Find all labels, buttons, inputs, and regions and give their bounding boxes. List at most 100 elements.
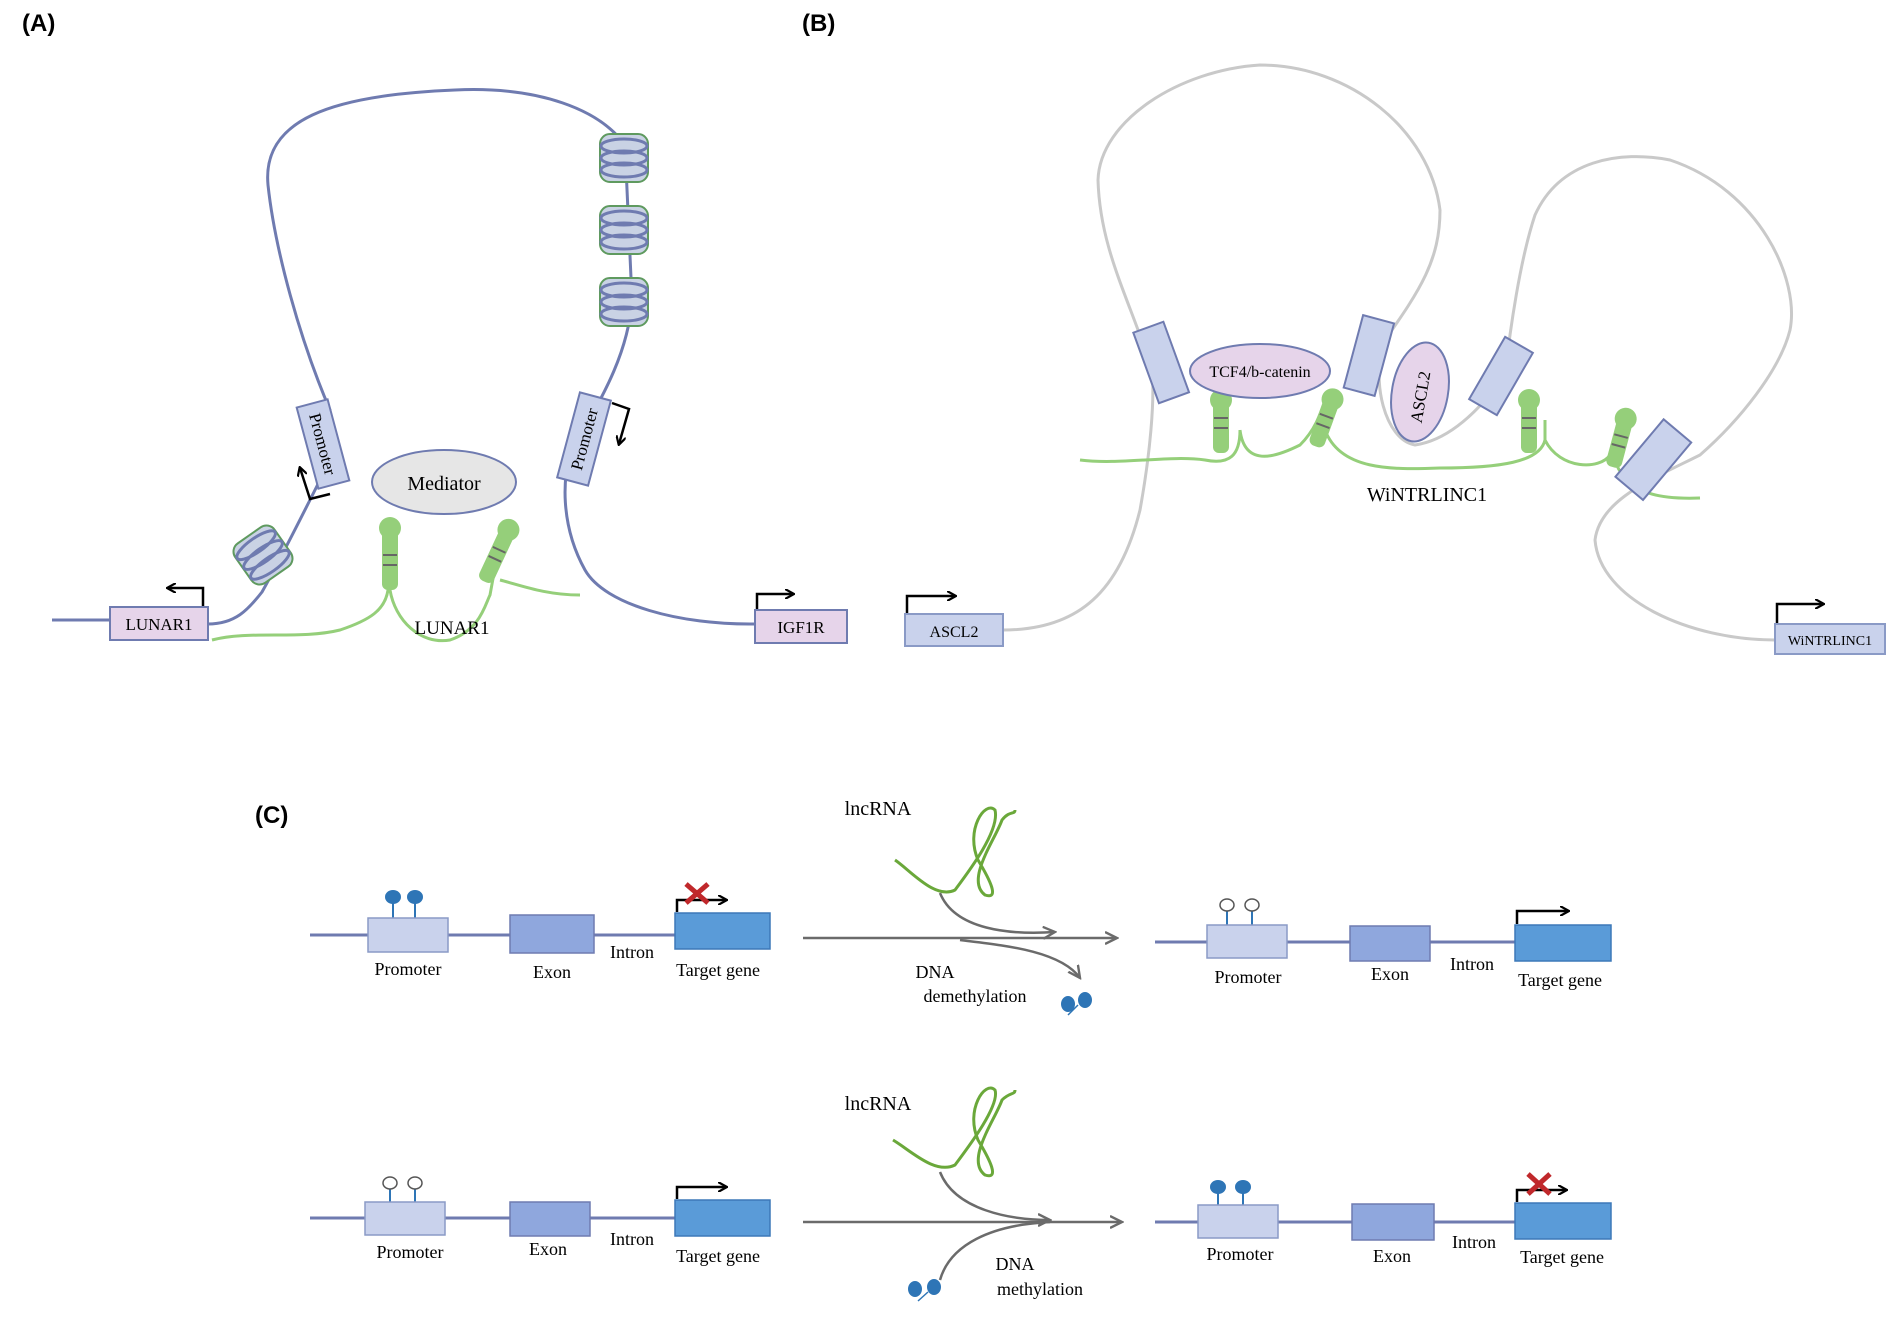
- demethylation-arrow: [938, 892, 1055, 933]
- promoter-block: [1197, 1204, 1279, 1239]
- lunar1-rna-label: LUNAR1: [415, 618, 490, 639]
- transcription-arrow-icon: [675, 1187, 726, 1199]
- panel-c: (C) Promoter Exon Intron Target gene: [255, 798, 1612, 1302]
- ascl2-gene-label: ASCL2: [930, 624, 979, 641]
- transcription-arrow-icon: [1515, 911, 1568, 924]
- transcription-arrow-icon: [168, 588, 205, 606]
- nucleosome: [228, 520, 298, 590]
- rna-hairpin: [379, 517, 401, 590]
- transcription-arrow-icon: [1515, 1190, 1566, 1202]
- methyl-donor-icon: [908, 1279, 941, 1302]
- methyl-group-open: [1219, 898, 1260, 925]
- transcription-arrow-icon: [755, 594, 793, 609]
- promoter-box-right: [555, 391, 613, 487]
- transcription-arrow-icon: [611, 401, 631, 444]
- methylation-arrow: [938, 1171, 1050, 1220]
- rna-hairpin: [1518, 389, 1540, 453]
- enhancer-block: [1467, 335, 1535, 417]
- nucleosome: [598, 276, 650, 328]
- mediator-label: Mediator: [407, 473, 481, 495]
- blocked-x-icon: [684, 882, 710, 905]
- target-gene-label: Target gene: [1518, 970, 1602, 990]
- rna-hairpin: [1606, 407, 1637, 468]
- intron-label: Intron: [1452, 1232, 1496, 1252]
- blocked-x-icon: [1526, 1172, 1552, 1196]
- promoter-label: Promoter: [1215, 967, 1282, 987]
- exon-block: [509, 914, 595, 954]
- lunar1-rna: [211, 539, 581, 643]
- wintrlinc1-rna: [1079, 399, 1701, 500]
- exon-label: Exon: [533, 962, 571, 982]
- methyl-group-filled: [385, 890, 423, 918]
- lncrna-strand: [894, 806, 1017, 898]
- mediator-complex: [371, 449, 517, 515]
- exon-label: Exon: [1373, 1246, 1411, 1266]
- process-label-line2: methylation: [997, 1279, 1083, 1299]
- target-gene-label: Target gene: [676, 960, 760, 980]
- enhancer-block: [1342, 313, 1396, 398]
- enhancer-block: [1132, 320, 1191, 405]
- target-gene-block: [674, 1199, 771, 1237]
- nucleosome: [598, 132, 650, 184]
- promoter-block: [1206, 924, 1288, 959]
- promoter-block: [364, 1201, 446, 1236]
- exon-label: Exon: [529, 1239, 567, 1259]
- enhancer-block: [1614, 417, 1693, 502]
- wintrlinc1-gene-box: [1774, 623, 1886, 655]
- exon-block: [1351, 1203, 1435, 1241]
- ascl2-protein: [1390, 341, 1450, 443]
- target-gene-label: Target gene: [676, 1246, 760, 1266]
- exon-block: [1349, 925, 1431, 962]
- panel-c-label: (C): [255, 802, 288, 829]
- igf1r-gene-label: IGF1R: [777, 618, 825, 637]
- process-label-line1: DNA: [996, 1254, 1035, 1274]
- igf1r-gene-box: [754, 609, 848, 644]
- promoter-box-left: [295, 398, 351, 490]
- transcription-arrow-icon: [675, 900, 726, 912]
- wintrlinc1-rna-label: WiNTRLINC1: [1367, 484, 1487, 506]
- panel-b: (B): [802, 10, 1886, 655]
- lncrna-label: lncRNA: [845, 798, 912, 820]
- exon-label: Exon: [1371, 964, 1409, 984]
- ascl2-gene-box: [904, 613, 1004, 647]
- intron-label: Intron: [610, 1229, 654, 1249]
- rna-hairpin: [1210, 389, 1232, 453]
- demethylation-arrow: [959, 938, 1080, 978]
- chromatin-fiber-b: [1002, 63, 1793, 642]
- transcription-arrow-icon: [300, 468, 331, 501]
- promoter-label: Promoter: [1207, 1244, 1274, 1264]
- process-label-line1: DNA: [916, 962, 955, 982]
- target-gene-block: [1514, 1202, 1612, 1240]
- lunar1-gene-label: LUNAR1: [125, 615, 192, 634]
- promoter-label: Promoter: [375, 959, 442, 979]
- tcf4-label: TCF4/b-catenin: [1209, 364, 1310, 381]
- chromatin-fiber-a: [52, 88, 756, 626]
- methyl-group-filled: [1210, 1180, 1251, 1205]
- panel-b-label: (B): [802, 10, 835, 37]
- methylation-arrow: [938, 1220, 1051, 1281]
- lncrna-strand: [892, 1086, 1017, 1178]
- transcription-arrow-icon: [905, 596, 955, 613]
- released-methyl-icon: [1061, 992, 1092, 1016]
- exon-block: [509, 1201, 591, 1237]
- promoter-block: [367, 917, 449, 953]
- rna-hairpin: [479, 518, 520, 583]
- intron-label: Intron: [610, 942, 654, 962]
- target-gene-block: [674, 912, 771, 950]
- process-label-line2: demethylation: [924, 986, 1027, 1006]
- panel-a: (A) Promoter Promoter: [22, 10, 848, 644]
- lunar1-gene-box: [109, 606, 209, 641]
- promoter-label: Promoter: [377, 1242, 444, 1262]
- methyl-group-open: [382, 1176, 423, 1202]
- nucleosome: [598, 204, 650, 256]
- wintrlinc1-gene-label: WiNTRLINC1: [1788, 634, 1872, 649]
- rna-hairpin: [1309, 388, 1344, 448]
- lncrna-label: lncRNA: [845, 1093, 912, 1115]
- target-gene-label: Target gene: [1520, 1247, 1604, 1267]
- target-gene-block: [1514, 924, 1612, 962]
- panel-a-label: (A): [22, 10, 55, 37]
- intron-label: Intron: [1450, 954, 1494, 974]
- transcription-arrow-icon: [1775, 604, 1823, 623]
- tcf4-b-catenin: [1189, 343, 1331, 399]
